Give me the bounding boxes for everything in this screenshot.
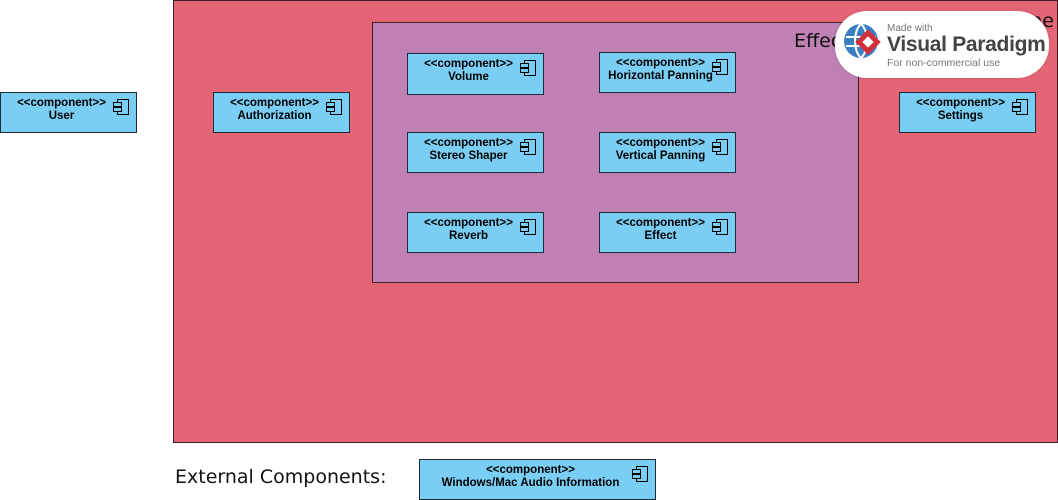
component-icon — [712, 59, 728, 75]
component-stereotype: <<component>> — [424, 58, 513, 70]
component-stereotype: <<component>> — [616, 137, 705, 149]
component-name: Vertical Panning — [615, 150, 706, 162]
component-icon — [632, 466, 648, 482]
component-vertical-panning[interactable]: <<component>> Vertical Panning — [599, 132, 736, 173]
component-stereotype: <<component>> — [424, 217, 513, 229]
component-name: Volume — [448, 71, 489, 83]
external-components-label: External Components: — [175, 466, 387, 488]
component-icon — [520, 219, 536, 235]
watermark-note: For non-commercial use — [887, 57, 1001, 69]
component-name: Stereo Shaper — [429, 150, 508, 162]
component-stereotype: <<component>> — [616, 57, 705, 69]
component-name: Authorization — [237, 110, 312, 122]
component-icon — [520, 139, 536, 155]
component-stereotype: <<component>> — [424, 137, 513, 149]
component-icon — [712, 219, 728, 235]
component-name: Reverb — [449, 230, 488, 242]
component-icon — [712, 139, 728, 155]
component-stereotype: <<component>> — [486, 464, 575, 476]
component-name: Settings — [937, 110, 984, 122]
component-icon — [113, 99, 129, 115]
component-icon — [520, 60, 536, 76]
component-horizontal-panning[interactable]: <<component>> Horizontal Panning — [599, 52, 736, 93]
component-user[interactable]: <<component>> User — [0, 92, 137, 133]
component-icon — [1012, 99, 1028, 115]
component-reverb[interactable]: <<component>> Reverb — [407, 212, 544, 253]
visual-paradigm-watermark: Made with Visual Paradigm For non-commer… — [835, 11, 1049, 78]
component-stereotype: <<component>> — [616, 217, 705, 229]
component-effect[interactable]: <<component>> Effect — [599, 212, 736, 253]
component-authorization[interactable]: <<component>> Authorization — [213, 92, 350, 133]
component-name: Windows/Mac Audio Information — [441, 477, 620, 489]
component-icon — [326, 99, 342, 115]
component-name: User — [48, 110, 75, 122]
component-stereotype: <<component>> — [17, 97, 106, 109]
visual-paradigm-logo-icon — [844, 23, 881, 59]
watermark-brand: Visual Paradigm — [887, 33, 1046, 56]
component-windows-mac-audio-information[interactable]: <<component>> Windows/Mac Audio Informat… — [419, 459, 656, 500]
component-name: Effect — [644, 230, 677, 242]
component-stereo-shaper[interactable]: <<component>> Stereo Shaper — [407, 132, 544, 173]
component-settings[interactable]: <<component>> Settings — [899, 92, 1036, 133]
component-stereotype: <<component>> — [916, 97, 1005, 109]
component-name: Horizontal Panning — [608, 70, 713, 82]
watermark-made-with: Made with — [887, 23, 933, 34]
component-volume[interactable]: <<component>> Volume — [407, 53, 544, 95]
component-stereotype: <<component>> — [230, 97, 319, 109]
